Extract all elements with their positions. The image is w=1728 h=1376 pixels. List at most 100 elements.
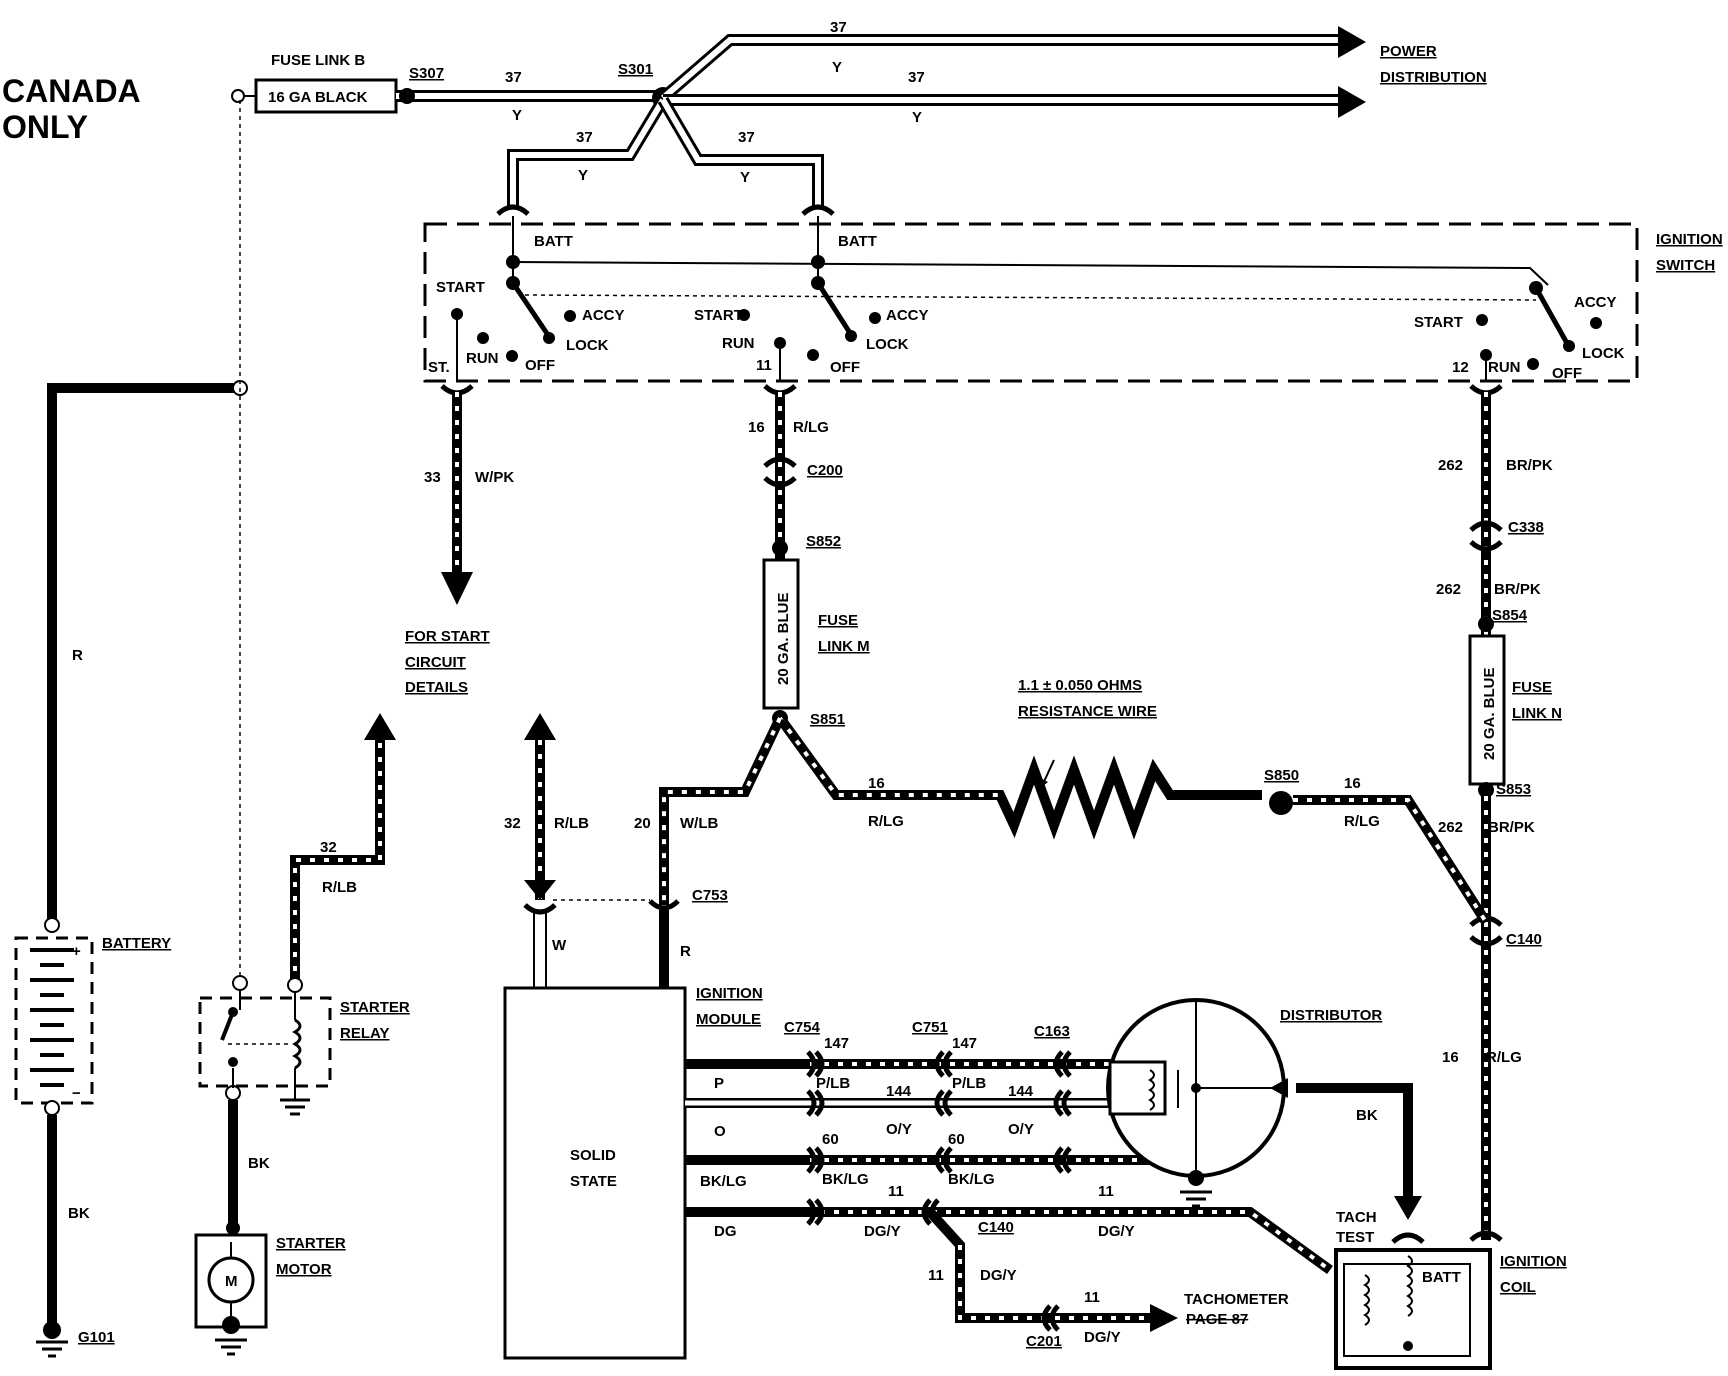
- starter-relay-line1: STARTER: [340, 999, 410, 1016]
- wire-label-p: P: [714, 1075, 724, 1092]
- wire-label-y-b: Y: [832, 59, 842, 76]
- wire-label-32-relay: 32: [320, 839, 337, 856]
- switch-accy-left: ACCY: [582, 307, 625, 324]
- switch-accy-mid: ACCY: [886, 307, 929, 324]
- switch-circuit-12: 12: [1452, 359, 1469, 376]
- wire-label-y-c: Y: [912, 109, 922, 126]
- wire-label-brpk-a: BR/PK: [1506, 457, 1553, 474]
- ignition-module-body1: SOLID: [570, 1147, 616, 1164]
- wire-label-r-module: R: [680, 943, 691, 960]
- wire-label-rlg-res: R/LG: [868, 813, 904, 830]
- ignition-module-line2: MODULE: [696, 1011, 761, 1028]
- fuse-link-b-title: FUSE LINK B: [271, 52, 365, 69]
- wire-label-37-c: 37: [908, 69, 925, 86]
- wire-label-brpk-c: BR/PK: [1488, 819, 1535, 836]
- wire-label-144-a: 144: [886, 1083, 912, 1100]
- ignition-coil-line2: COIL: [1500, 1279, 1536, 1296]
- ignition-coil-batt: BATT: [1422, 1269, 1461, 1286]
- ignition-switch: [423, 204, 1639, 396]
- wire-label-37-e: 37: [738, 129, 755, 146]
- resistance-label-line2: RESISTANCE WIRE: [1018, 703, 1157, 720]
- wire-33-wpk: [441, 392, 473, 605]
- splice-s850-dot: [1269, 791, 1293, 815]
- switch-circuit-11: 11: [756, 357, 772, 374]
- fuse-link-n-line1: FUSE: [1512, 679, 1552, 696]
- start-circuit-line1: FOR START: [405, 628, 490, 645]
- wire-label-bklg-b: BK/LG: [948, 1171, 995, 1188]
- starter-relay-line2: RELAY: [340, 1025, 389, 1042]
- ignition-coil: [1334, 1230, 1503, 1370]
- starter-motor: [194, 1233, 268, 1356]
- ignition-coil-line1: IGNITION: [1500, 1253, 1567, 1270]
- wire-label-bk-relay: BK: [248, 1155, 270, 1172]
- starter-relay: [198, 713, 396, 1235]
- wire-label-wpk: W/PK: [475, 469, 514, 486]
- wire-label-dgy-a: DG/Y: [864, 1223, 901, 1240]
- connector-c200: C200: [807, 462, 843, 479]
- ignition-switch-title1: IGNITION: [1656, 231, 1723, 248]
- connector-c140-top: C140: [1506, 931, 1542, 948]
- wire-label-60-a: 60: [822, 1131, 839, 1148]
- wire-label-bk-battery: BK: [68, 1205, 90, 1222]
- fuse-link-m: [762, 558, 800, 710]
- wire-16-rlg-mid: 20 GA. BLUE: [762, 392, 800, 726]
- fuse-link-m-line2: LINK M: [818, 638, 870, 655]
- wire-label-rlb-relay: R/LB: [322, 879, 357, 896]
- battery-minus: −: [72, 1085, 81, 1102]
- switch-off-left: OFF: [525, 357, 555, 374]
- wire-label-147-b: 147: [952, 1035, 977, 1052]
- switch-run-mid: RUN: [722, 335, 755, 352]
- switch-lock-right: LOCK: [1582, 345, 1625, 362]
- splice-s853: S853: [1496, 781, 1531, 798]
- wire-label-147-a: 147: [824, 1035, 849, 1052]
- power-distribution-line2: DISTRIBUTION: [1380, 69, 1487, 86]
- wire-label-11-b: 11: [1098, 1183, 1114, 1200]
- starter-motor-line1: STARTER: [276, 1235, 346, 1252]
- ignition-module-body2: STATE: [570, 1173, 617, 1190]
- wire-label-bk-distributor: BK: [1356, 1107, 1378, 1124]
- switch-start-mid: START: [694, 307, 743, 324]
- distributor: [1106, 998, 1422, 1220]
- start-circuit-line2: CIRCUIT: [405, 654, 466, 671]
- switch-batt-left: BATT: [534, 233, 573, 250]
- wire-label-16-coil: 16: [1442, 1049, 1459, 1066]
- splice-s854: S854: [1492, 607, 1528, 624]
- splice-s307-dot: [399, 88, 415, 104]
- wire-label-11-a: 11: [888, 1183, 904, 1200]
- resistance-label-line1: 1.1 ± 0.050 OHMS: [1018, 677, 1142, 694]
- splice-s301: S301: [618, 61, 653, 78]
- wire-label-dgy-c: DG/Y: [980, 1267, 1017, 1284]
- power-distribution-line1: POWER: [1380, 43, 1437, 60]
- wire-label-y-a: Y: [512, 107, 522, 124]
- switch-start-right: START: [1414, 314, 1463, 331]
- connector-c201: C201: [1026, 1333, 1062, 1350]
- wire-label-262-c: 262: [1438, 819, 1463, 836]
- connector-c753: C753: [692, 887, 728, 904]
- tach-test-line2: TEST: [1336, 1229, 1374, 1246]
- splice-s850: S850: [1264, 767, 1299, 784]
- wire-label-dgy-b: DG/Y: [1098, 1223, 1135, 1240]
- switch-run-right: RUN: [1488, 359, 1521, 376]
- module-harness: [685, 1050, 1333, 1332]
- wire-label-rlg-mid: R/LG: [793, 419, 829, 436]
- start-circuit-line3: DETAILS: [405, 679, 468, 696]
- wire-label-144-b: 144: [1008, 1083, 1034, 1100]
- wire-label-oy-a: O/Y: [886, 1121, 912, 1138]
- starter-motor-line2: MOTOR: [276, 1261, 332, 1278]
- wire-label-37-b: 37: [830, 19, 847, 36]
- wire-label-rlg-s850: R/LG: [1344, 813, 1380, 830]
- switch-off-right: OFF: [1552, 365, 1582, 382]
- wire-label-11-d: 11: [1084, 1289, 1100, 1306]
- wire-label-32-module: 32: [504, 815, 521, 832]
- connector-c338: C338: [1508, 519, 1544, 536]
- wire-label-dgy-d: DG/Y: [1084, 1329, 1121, 1346]
- fuse-link-n-body: 20 GA. BLUE: [1481, 667, 1498, 760]
- wire-label-20: 20: [634, 815, 651, 832]
- switch-st-left: ST.: [428, 359, 450, 376]
- wire-label-o: O: [714, 1123, 726, 1140]
- connector-c163: C163: [1034, 1023, 1070, 1040]
- wire-32-rlb: [523, 713, 650, 988]
- wire-label-16-res: 16: [868, 775, 885, 792]
- tachometer-label: TACHOMETER: [1184, 1291, 1289, 1308]
